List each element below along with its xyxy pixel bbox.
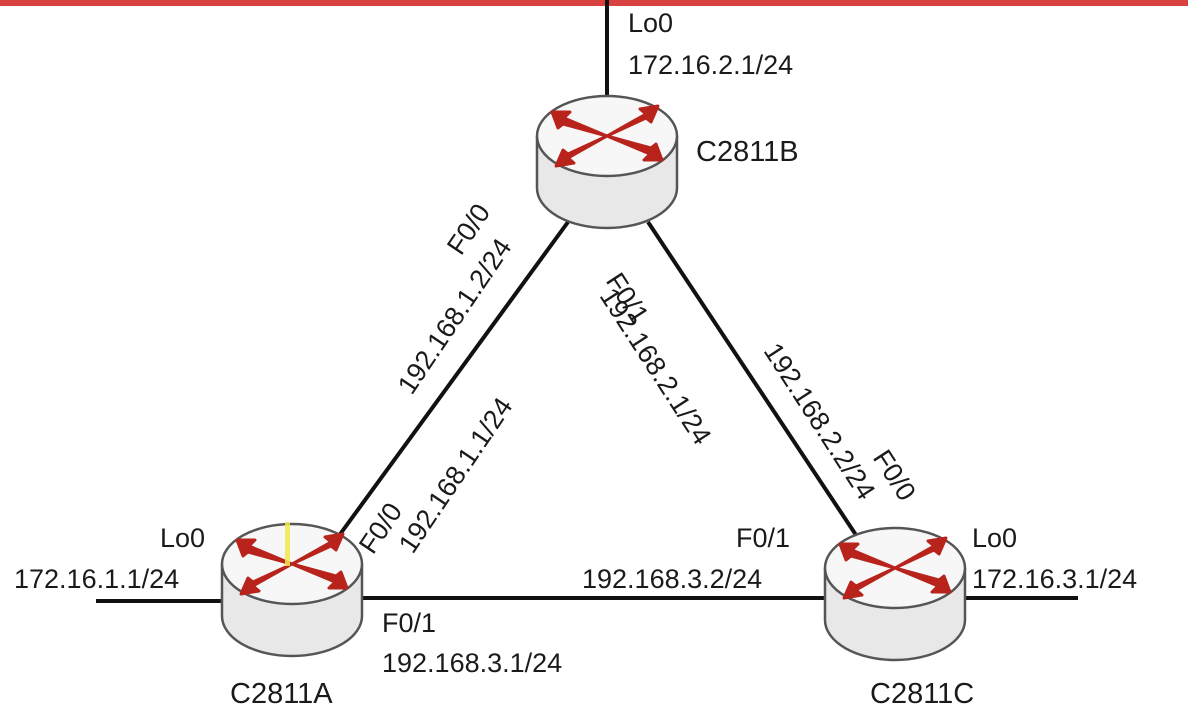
router-arrow-icon	[554, 134, 609, 168]
router-arrow-icon	[842, 566, 897, 600]
router-c-lo-ip: 172.16.3.1/24	[972, 564, 1138, 594]
router-arrow-icon	[550, 110, 609, 138]
router-b-icon	[535, 94, 679, 230]
router-c-icon	[823, 526, 967, 662]
router-a-lo-iface: Lo0	[160, 523, 206, 553]
router-c-lo-iface: Lo0	[972, 523, 1018, 553]
router-b-name: C2811B	[696, 136, 799, 168]
link-ac-a-iface: F0/1	[382, 608, 437, 638]
router-arrow-icon	[893, 536, 948, 570]
router-c-name: C2811C	[870, 678, 975, 710]
router-b-lo-iface: Lo0	[628, 8, 674, 38]
link-ac-a-ip: 192.168.3.1/24	[382, 648, 563, 678]
router-a-lo-ip: 172.16.1.1/24	[14, 564, 180, 594]
router-a-icon	[220, 522, 364, 658]
router-arrow-icon	[239, 562, 294, 596]
link-line-ab	[328, 220, 570, 550]
router-a-name: C2811A	[230, 678, 333, 710]
link-ac-c-iface: F0/1	[736, 523, 791, 553]
router-arrow-icon	[605, 104, 660, 138]
router-arrow-icon	[838, 542, 897, 570]
top-red-bar	[0, 0, 1188, 6]
router-arrow-icon	[290, 562, 349, 590]
router-arrow-icon	[605, 134, 664, 162]
router-arrow-icon	[235, 538, 294, 566]
router-arrow-icon	[893, 566, 952, 594]
cursor-highlight	[285, 522, 290, 566]
link-ac-c-ip: 192.168.3.2/24	[582, 564, 763, 594]
router-arrow-icon	[290, 532, 345, 566]
router-b-lo-ip: 172.16.2.1/24	[628, 50, 794, 80]
link-line-bc	[646, 220, 864, 546]
